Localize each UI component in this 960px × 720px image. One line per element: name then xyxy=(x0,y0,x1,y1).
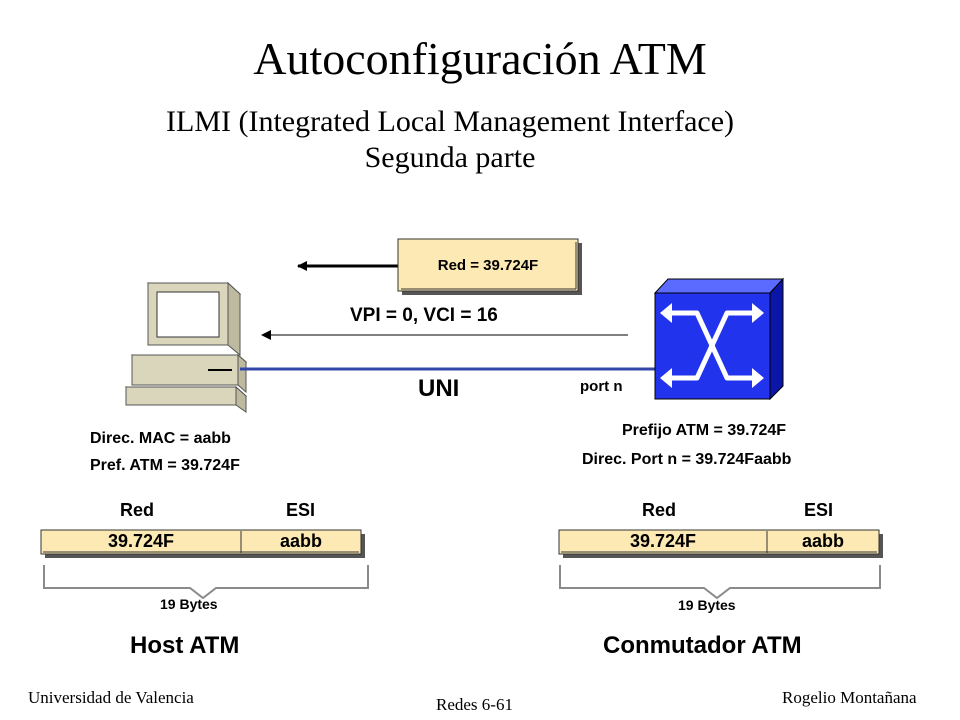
switch-esi-value: aabb xyxy=(801,531,844,551)
subtitle-line-1: ILMI (Integrated Local Management Interf… xyxy=(165,105,735,138)
footer-center: Redes 6-61 xyxy=(436,695,513,714)
host-address-field xyxy=(40,529,365,558)
subtitle-line-2: Segunda parte xyxy=(364,141,536,174)
message-box-label: Red = 39.724F xyxy=(437,257,539,274)
switch-size-label: 19 Bytes xyxy=(678,597,736,613)
port-label: port n xyxy=(580,378,623,395)
host-red-value: 39.724F xyxy=(107,531,175,551)
switch-red-header: Red xyxy=(642,500,677,520)
host-esi-value: aabb xyxy=(279,531,322,551)
switch-prefix-line: Prefijo ATM = 39.724F xyxy=(622,422,787,439)
host-mac-line: Direc. MAC = aabb xyxy=(90,430,231,447)
computer-icon xyxy=(124,281,248,413)
host-caption: Host ATM xyxy=(130,632,240,659)
footer-left: Universidad de Valencia xyxy=(28,688,194,707)
host-pref-line: Pref. ATM = 39.724F xyxy=(90,457,240,474)
switch-port-line: Direc. Port n = 39.724Faabb xyxy=(582,451,792,468)
switch-size-brace xyxy=(559,565,881,600)
host-size-brace xyxy=(43,565,369,600)
switch-caption: Conmutador ATM xyxy=(603,632,802,659)
host-red-header: Red xyxy=(120,500,155,520)
slide-title: Autoconfiguración ATM xyxy=(253,33,707,84)
atm-switch-icon xyxy=(653,277,785,401)
uni-label: UNI xyxy=(418,375,460,402)
host-size-label: 19 Bytes xyxy=(160,596,218,612)
switch-address-field xyxy=(558,529,883,558)
host-esi-header: ESI xyxy=(286,500,316,520)
footer-right: Rogelio Montañana xyxy=(782,688,917,707)
slide-subtitle: ILMI (Integrated Local Management Interf… xyxy=(0,104,900,176)
message-box xyxy=(397,238,582,295)
switch-red-value: 39.724F xyxy=(629,531,697,551)
channel-label: VPI = 0, VCI = 16 xyxy=(350,305,498,326)
switch-esi-header: ESI xyxy=(804,500,834,520)
